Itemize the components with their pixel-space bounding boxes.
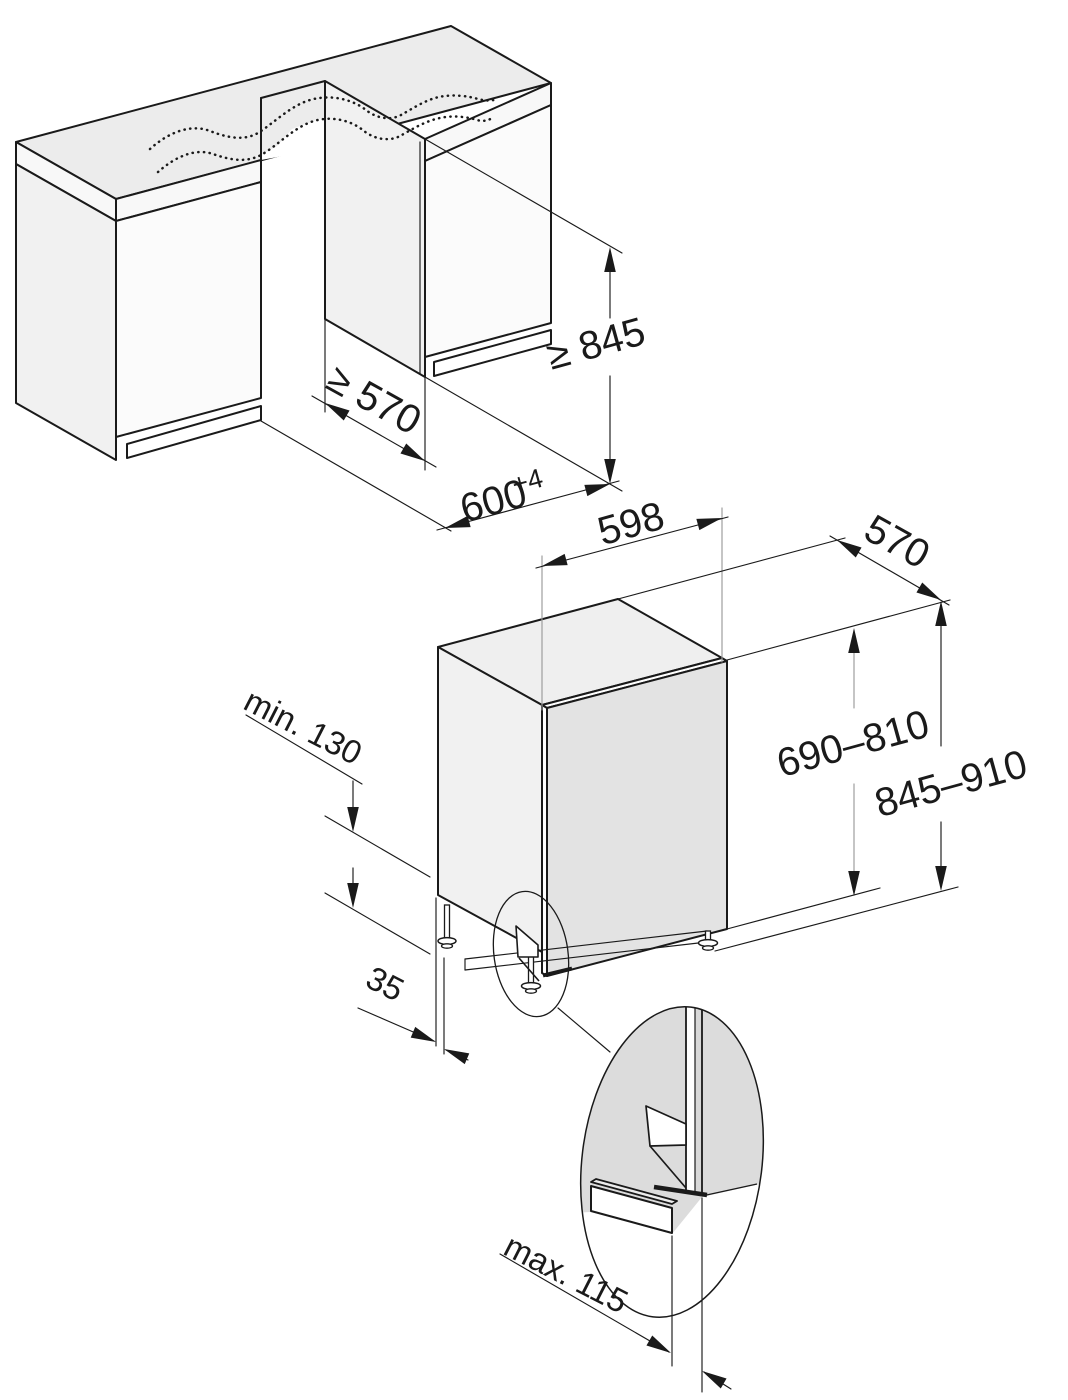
detail-bracket (645, 1105, 687, 1147)
appliance-view: 598 570 690–810 845–910 (238, 494, 1032, 1393)
plinth-board-front (590, 1185, 673, 1234)
panel-gap-strip (686, 1000, 695, 1193)
door-bottom-edge-thick (653, 1184, 708, 1198)
right-cabinet-front-face (424, 104, 552, 358)
worktop-cutout (261, 115, 492, 160)
door-bottom-bracket (515, 925, 573, 982)
panel-cut-strip (695, 1000, 702, 1193)
detail-connector-line (557, 1007, 611, 1053)
niche-view: ≥ 570 600 +4 ≥ 845 (15, 25, 650, 532)
dim-appliance-height: 845–910 (714, 601, 1032, 952)
right-cabinet-plinth (433, 329, 552, 377)
dim-label-niche-height: ≥ 845 (542, 309, 650, 378)
left-cabinet-side-face (15, 163, 117, 461)
adjustable-foot-rear (437, 904, 457, 949)
dim-label-niche-width-tolerance: +4 (509, 463, 547, 500)
detail-ellipse-small (492, 890, 570, 1018)
dim-label-panel-gap: 35 (360, 959, 410, 1009)
base-rail (464, 930, 708, 971)
right-cabinet-side-panel (324, 80, 426, 378)
left-cabinet-plinth (126, 405, 262, 459)
right-cabinet (424, 104, 552, 377)
dim-niche-width: 600 +4 (260, 376, 623, 532)
dim-panel-gap: 35 (357, 897, 470, 1065)
plinth-board-top (590, 1178, 678, 1205)
dim-plinth-min-height: min. 130 (238, 681, 431, 955)
detail-outline (579, 1006, 765, 1318)
dim-label-appliance-depth: 570 (857, 507, 937, 578)
worktop-break-line-lower (156, 115, 494, 174)
dim-label-appliance-width: 598 (593, 494, 669, 554)
niche-back-wall-top-edge (260, 80, 326, 99)
dim-label-plinth-min-height: min. 130 (238, 681, 368, 771)
left-cabinet-front-face (115, 181, 262, 438)
appliance-door-panel (546, 660, 728, 977)
adjustable-foot-front-right (697, 930, 719, 951)
left-cabinet (15, 163, 262, 461)
